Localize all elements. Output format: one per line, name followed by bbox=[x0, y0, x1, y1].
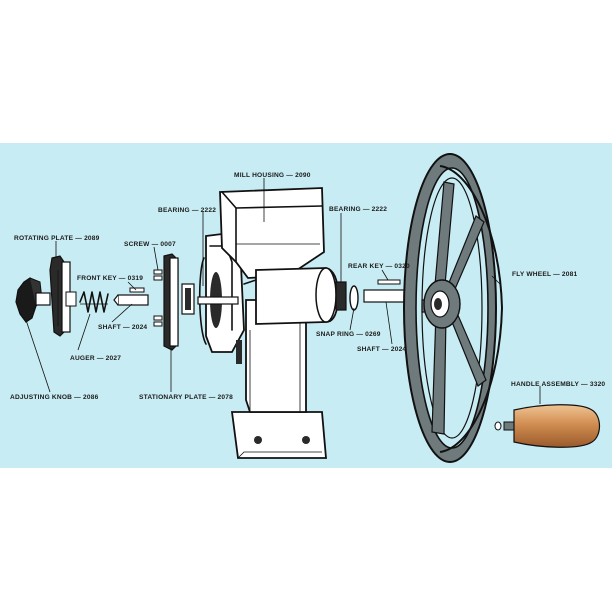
label-bearing-right: BEARING — 2222 bbox=[329, 206, 387, 213]
mill-housing-part bbox=[197, 187, 339, 459]
label-stationary-plate: STATIONARY PLATE — 2078 bbox=[139, 394, 233, 401]
label-bearing-left: BEARING — 2222 bbox=[158, 207, 216, 214]
rear-shaft-part bbox=[363, 279, 415, 303]
label-rotating-plate: ROTATING PLATE — 2089 bbox=[14, 235, 100, 242]
rotating-plate-part bbox=[49, 255, 77, 337]
handle-assembly-part bbox=[503, 404, 601, 448]
label-fly-wheel: FLY WHEEL — 2081 bbox=[512, 271, 578, 278]
fly-wheel-part bbox=[403, 153, 504, 463]
snap-ring-part bbox=[349, 285, 359, 311]
label-mill-housing: MILL HOUSING — 2090 bbox=[234, 172, 311, 179]
label-screw: SCREW — 0007 bbox=[124, 241, 176, 248]
label-shaft-rear: SHAFT — 2024 bbox=[357, 346, 406, 353]
label-rear-key: REAR KEY — 0320 bbox=[348, 263, 410, 270]
label-snap-ring: SNAP RING — 0269 bbox=[316, 331, 381, 338]
label-handle-assembly: HANDLE ASSEMBLY — 3320 bbox=[511, 381, 605, 388]
label-adjusting-knob: ADJUSTING KNOB — 2086 bbox=[10, 394, 99, 401]
leader-lines bbox=[25, 178, 541, 404]
front-shaft-part bbox=[113, 287, 149, 306]
stationary-plate-part bbox=[163, 253, 179, 351]
label-front-key: FRONT KEY — 0319 bbox=[77, 275, 143, 282]
bearing-right-part bbox=[335, 281, 347, 311]
auger-part bbox=[79, 291, 109, 313]
adjusting-knob-part bbox=[15, 277, 51, 323]
label-shaft-front: SHAFT — 2024 bbox=[98, 324, 147, 331]
bearing-left-part bbox=[181, 283, 195, 315]
label-auger: AUGER — 2027 bbox=[70, 355, 121, 362]
